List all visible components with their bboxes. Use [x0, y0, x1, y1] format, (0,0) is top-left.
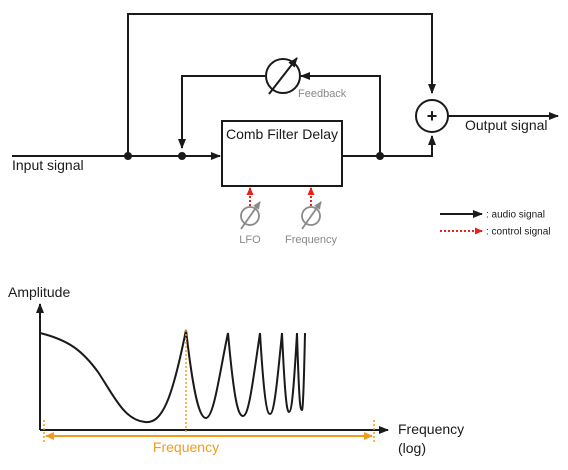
response-plot [36, 303, 389, 442]
junction-dot-feedback-in [178, 152, 186, 160]
y-axis-label: Amplitude [8, 284, 70, 300]
delay-to-sum-path [342, 135, 436, 157]
comb-filter-delay-label: Comb Filter Delay [226, 126, 338, 142]
feedback-knob-needle [268, 57, 298, 95]
lfo-label: LFO [239, 234, 261, 246]
sum-node [415, 99, 449, 133]
lfo-knob-needle [240, 201, 261, 230]
sum-symbol: + [427, 106, 438, 126]
junction-dot-bypass [124, 152, 132, 160]
feedback-path-left [178, 75, 265, 149]
block-diagram [12, 13, 559, 187]
legend: : audio signal : control signal [440, 210, 550, 238]
frequency-knob-label: Frequency [285, 234, 337, 246]
input-signal-label: Input signal [12, 157, 84, 173]
frequency-knob-needle [301, 201, 322, 230]
feedback-path-right [300, 72, 381, 156]
comb-filter-delay-block [221, 120, 343, 187]
response-curve [39, 329, 306, 424]
bypass-path [127, 13, 436, 156]
feedback-label: Feedback [298, 88, 347, 100]
frequency-range-label: Frequency [153, 439, 219, 455]
legend-audio-label: : audio signal [486, 210, 545, 221]
control-inputs [240, 187, 322, 230]
x-axis-label-log: (log) [398, 440, 426, 456]
output-signal-label: Output signal [465, 117, 548, 133]
legend-control-label: : control signal [486, 227, 550, 238]
junction-dot-feedback-out [376, 152, 384, 160]
x-axis-label: Frequency [398, 421, 464, 437]
junction-dots [124, 152, 384, 160]
